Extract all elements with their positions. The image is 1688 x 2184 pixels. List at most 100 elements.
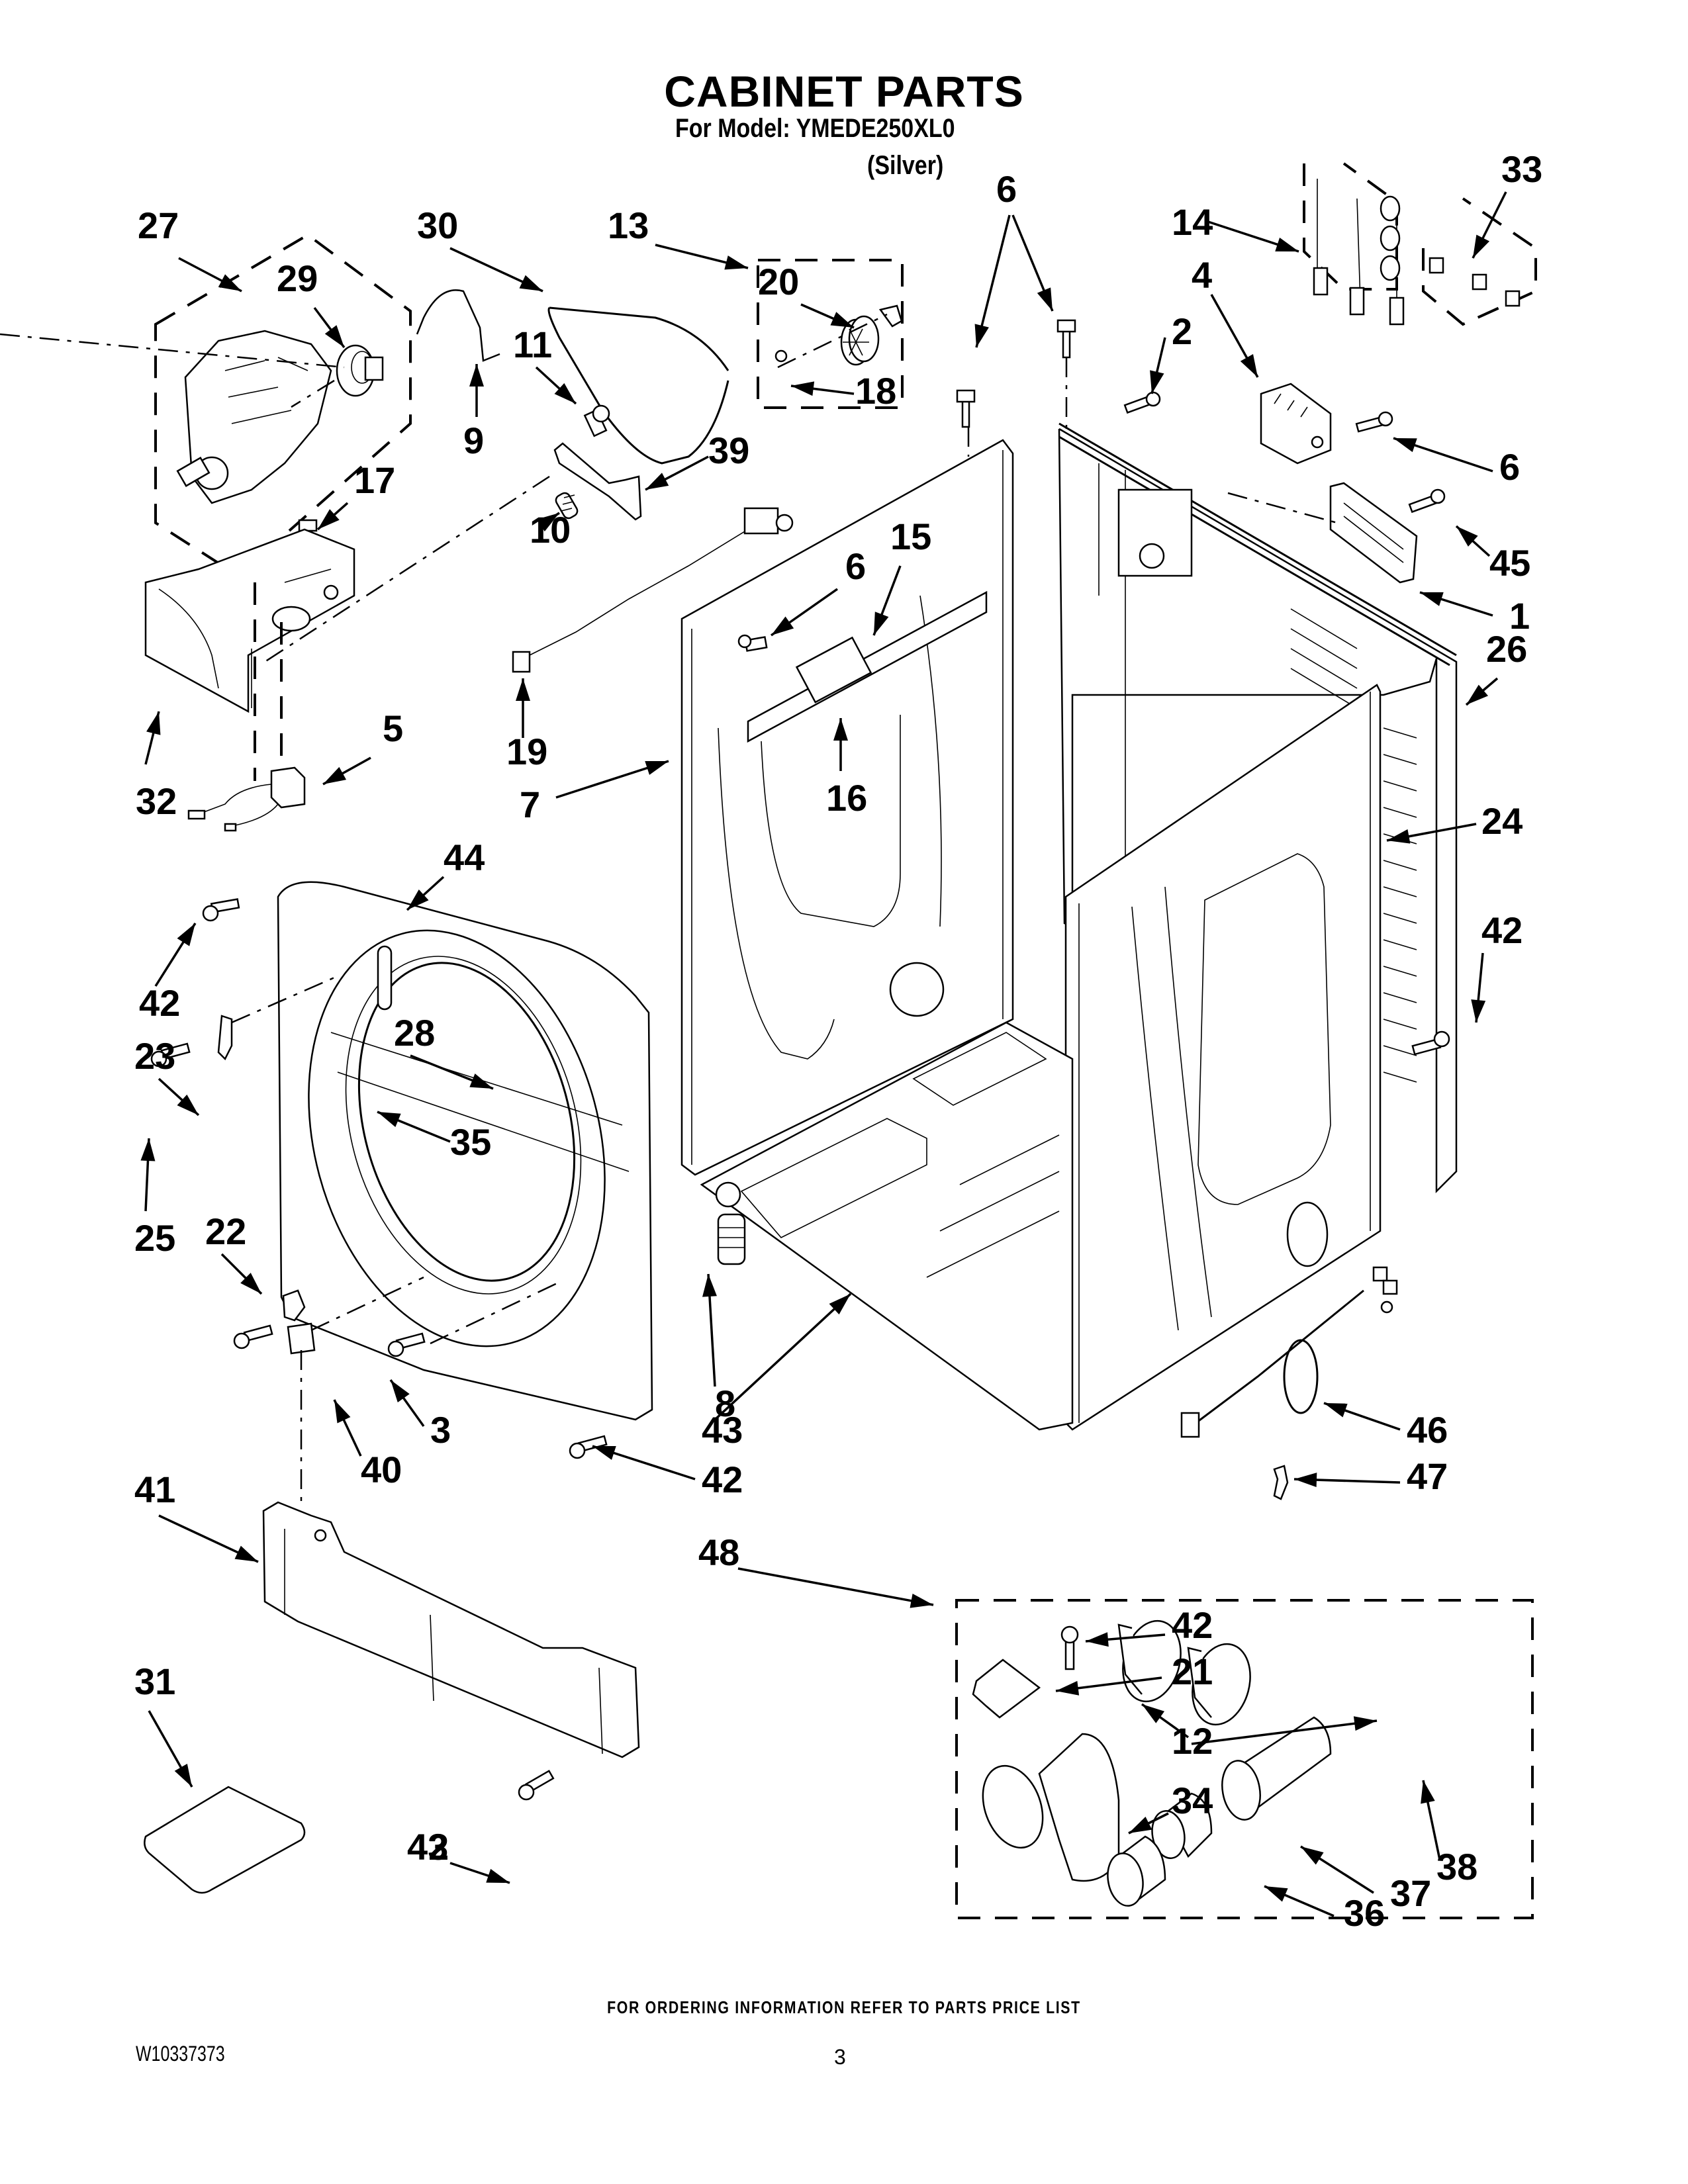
motor-pulley <box>336 344 384 397</box>
leader-arrow <box>178 257 242 293</box>
leader-arrow <box>1011 214 1054 312</box>
callout-vent-hood: 12 <box>1172 1720 1213 1762</box>
leader-arrow <box>535 366 577 405</box>
leader-arrow <box>1141 1703 1190 1739</box>
screw-6-side <box>737 634 768 652</box>
callout-cover-plate: 21 <box>1172 1651 1213 1692</box>
callout-idler-bracket: 39 <box>708 430 749 471</box>
cover-plate <box>972 1659 1041 1719</box>
screw-42-kit <box>1060 1625 1079 1670</box>
leader-arrow <box>158 1514 259 1563</box>
leader-arrow <box>1421 1780 1441 1860</box>
callout-elbow: 34 <box>1172 1780 1213 1821</box>
leader-arrow <box>1300 1845 1374 1894</box>
coupler <box>1151 1792 1213 1859</box>
vent-hood-2 <box>1187 1643 1251 1726</box>
leader-arrow <box>737 1567 934 1608</box>
callout-screw: 42 <box>702 1459 743 1500</box>
leader-arrow <box>154 923 197 987</box>
leader-arrow <box>790 381 855 396</box>
callout-clamp: 36 <box>1344 1892 1385 1934</box>
page-number: 3 <box>834 2045 846 2069</box>
leader-arrow <box>1055 1676 1162 1696</box>
screw-45 <box>1408 488 1446 514</box>
clamp <box>1107 1835 1166 1907</box>
callout-side-panel-right: 24 <box>1481 800 1523 842</box>
wire-harness <box>512 507 794 673</box>
leader-arrow <box>1207 220 1299 253</box>
callout-felt-pad: 31 <box>134 1661 175 1702</box>
motor-mount <box>144 528 355 713</box>
callout-screw: 2 <box>1172 310 1192 352</box>
motor-clamp <box>416 289 500 362</box>
leader-arrow <box>592 1445 696 1480</box>
wire-ties <box>1313 179 1405 326</box>
leader-arrow <box>655 244 749 270</box>
leader-arrow <box>140 1138 156 1212</box>
leader-arrow <box>1455 525 1491 557</box>
leader-arrows <box>140 191 1507 1917</box>
leader-arrow <box>322 756 371 786</box>
callout-screw: 6 <box>845 545 866 587</box>
right-side-panel <box>1064 684 1417 1431</box>
leader-arrow <box>1386 823 1477 844</box>
callout-idler-kit: 13 <box>608 205 649 246</box>
callout-vent-kit: 48 <box>698 1531 739 1573</box>
leader-arrow <box>872 565 902 636</box>
motor-kit-group <box>154 233 412 578</box>
connector-kit-box <box>1422 197 1537 326</box>
front-panel <box>277 881 653 1421</box>
callout-screw: 17 <box>354 459 395 501</box>
model-line: For Model: YMEDE250XL0 <box>675 114 955 143</box>
vent-pipe <box>1221 1716 1332 1821</box>
access-panel <box>1329 482 1418 584</box>
leader-arrow <box>536 512 560 532</box>
callout-terminal-block: 4 <box>1192 254 1212 296</box>
leader-arrow <box>220 1253 263 1295</box>
leader-arrow <box>1191 1716 1378 1745</box>
leader-arrow <box>1323 1402 1401 1431</box>
callout-drive-motor-kit: 27 <box>138 205 179 246</box>
callout-screw: 25 <box>134 1217 175 1259</box>
leader-arrow <box>316 502 349 531</box>
idler-screw <box>583 404 610 437</box>
screw-42-left <box>202 898 240 922</box>
callout-power-cord: 46 <box>1407 1409 1448 1451</box>
leader-arrow <box>714 1293 852 1421</box>
door-switch <box>187 766 306 832</box>
callout-strain-relief: 47 <box>1407 1455 1448 1497</box>
screw-6-block <box>1355 411 1393 433</box>
leader-arrow <box>389 1379 425 1428</box>
leader-arrow <box>1419 591 1493 617</box>
idler-spring <box>555 492 579 520</box>
callout-screw: 6 <box>996 168 1017 210</box>
door-strike <box>217 1015 233 1061</box>
leader-arrow <box>406 876 445 911</box>
callout-side-panel-left: 7 <box>520 784 540 825</box>
power-cord <box>1180 1266 1398 1438</box>
clip-40 <box>287 1322 316 1355</box>
latch <box>282 1289 306 1322</box>
leader-arrow <box>1293 1473 1401 1488</box>
leader-arrow <box>1393 437 1493 473</box>
callout-lens: 35 <box>450 1121 491 1163</box>
callout-rear-panel: 26 <box>1486 628 1527 670</box>
base <box>700 1021 1074 1431</box>
callout-bracket: 16 <box>826 777 867 819</box>
screw-6-top-left <box>956 389 976 428</box>
leader-arrow <box>645 455 709 491</box>
leader-arrow <box>555 760 669 799</box>
callout-idler-screw: 11 <box>513 324 552 365</box>
idler-clip <box>878 304 903 328</box>
callout-connector-kit: 33 <box>1501 148 1542 190</box>
callout-motor-clamp: 9 <box>463 420 484 461</box>
control-board <box>795 636 872 704</box>
screw-42-right <box>1411 1030 1450 1056</box>
leader-arrow <box>1471 952 1486 1023</box>
leader-arrow <box>1472 191 1507 259</box>
callout-idler-washer: 18 <box>855 370 896 412</box>
callout-screw: 42 <box>1481 909 1523 951</box>
ordering-note: FOR ORDERING INFORMATION REFER TO PARTS … <box>607 1997 1081 2017</box>
connectors <box>1429 257 1521 307</box>
